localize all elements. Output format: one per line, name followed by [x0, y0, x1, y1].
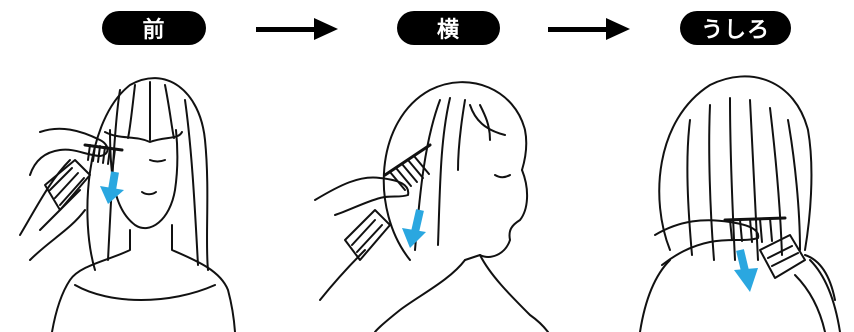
side-view-illustration: [290, 60, 550, 332]
arrow-right-icon: [256, 18, 338, 40]
step-label-side-text: 横: [437, 12, 460, 44]
arrow-down-icon: [734, 250, 758, 292]
step-label-back: うしろ: [680, 11, 791, 45]
arrow-down-icon: [402, 210, 426, 248]
step-label-front: 前: [102, 11, 206, 45]
front-view-illustration: [0, 60, 240, 332]
arrow-down-icon: [100, 172, 124, 204]
back-view-illustration: [610, 60, 854, 332]
arrow-right-icon: [548, 18, 630, 40]
step-label-side: 横: [397, 11, 500, 45]
step-label-front-text: 前: [142, 12, 165, 44]
step-label-back-text: うしろ: [701, 12, 770, 44]
